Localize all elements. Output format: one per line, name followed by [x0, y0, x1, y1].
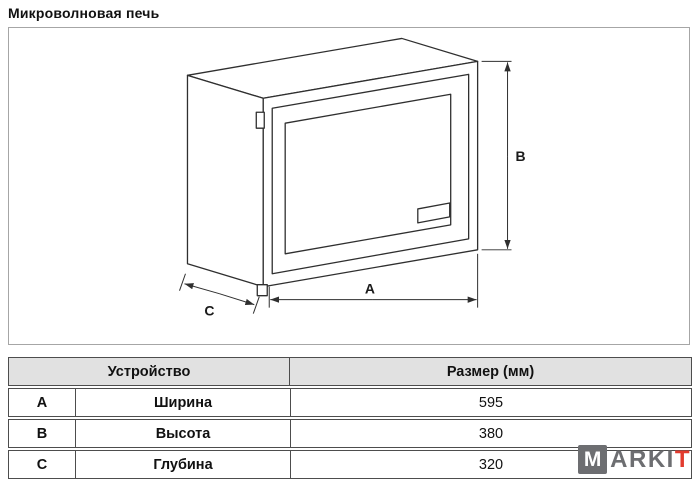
page-title: Микроволновая печь [8, 5, 160, 21]
table-row-b: B Высота 380 [8, 419, 692, 448]
row-value: 320 [290, 450, 692, 479]
logo-m-square: M [578, 445, 608, 474]
row-value: 380 [290, 419, 692, 448]
logo-wordmark: ARKIT [610, 446, 691, 474]
dim-label-c: C [204, 303, 214, 319]
foot [256, 284, 268, 297]
row-name: Ширина [75, 388, 290, 417]
dim-c-tick-back [179, 273, 186, 291]
diagram-panel: B A C [8, 27, 690, 345]
row-name: Глубина [75, 450, 290, 479]
table-row-a: A Ширина 595 [8, 388, 692, 417]
row-name: Высота [75, 419, 290, 448]
dim-c-arrow-front [219, 293, 255, 306]
markit-logo: M ARKIT [578, 445, 691, 474]
spec-table: Устройство Размер (мм) A Ширина 595 B Вы… [8, 355, 692, 481]
row-letter: C [8, 450, 75, 479]
table-row-c: C Глубина 320 [8, 450, 692, 479]
dim-c-tick-front [252, 296, 260, 314]
table-header-row: Устройство Размер (мм) [8, 357, 692, 386]
door-outline [271, 73, 470, 275]
cabinet-left-face [186, 74, 264, 288]
door-hinge [255, 111, 265, 129]
microwave-drawing: B A C [179, 37, 526, 319]
row-letter: B [8, 419, 75, 448]
control-panel [417, 202, 451, 224]
logo-text-red: T [674, 445, 691, 473]
header-device: Устройство [8, 357, 290, 386]
dimension-lines [179, 60, 512, 314]
dim-label-b: B [516, 148, 526, 164]
logo-text-gray: ARKI [610, 445, 675, 473]
header-size: Размер (мм) [290, 357, 692, 386]
door-window [284, 93, 452, 255]
row-value: 595 [290, 388, 692, 417]
dim-c-arrow-back [184, 283, 220, 295]
row-letter: A [8, 388, 75, 417]
dim-label-a: A [365, 281, 375, 297]
